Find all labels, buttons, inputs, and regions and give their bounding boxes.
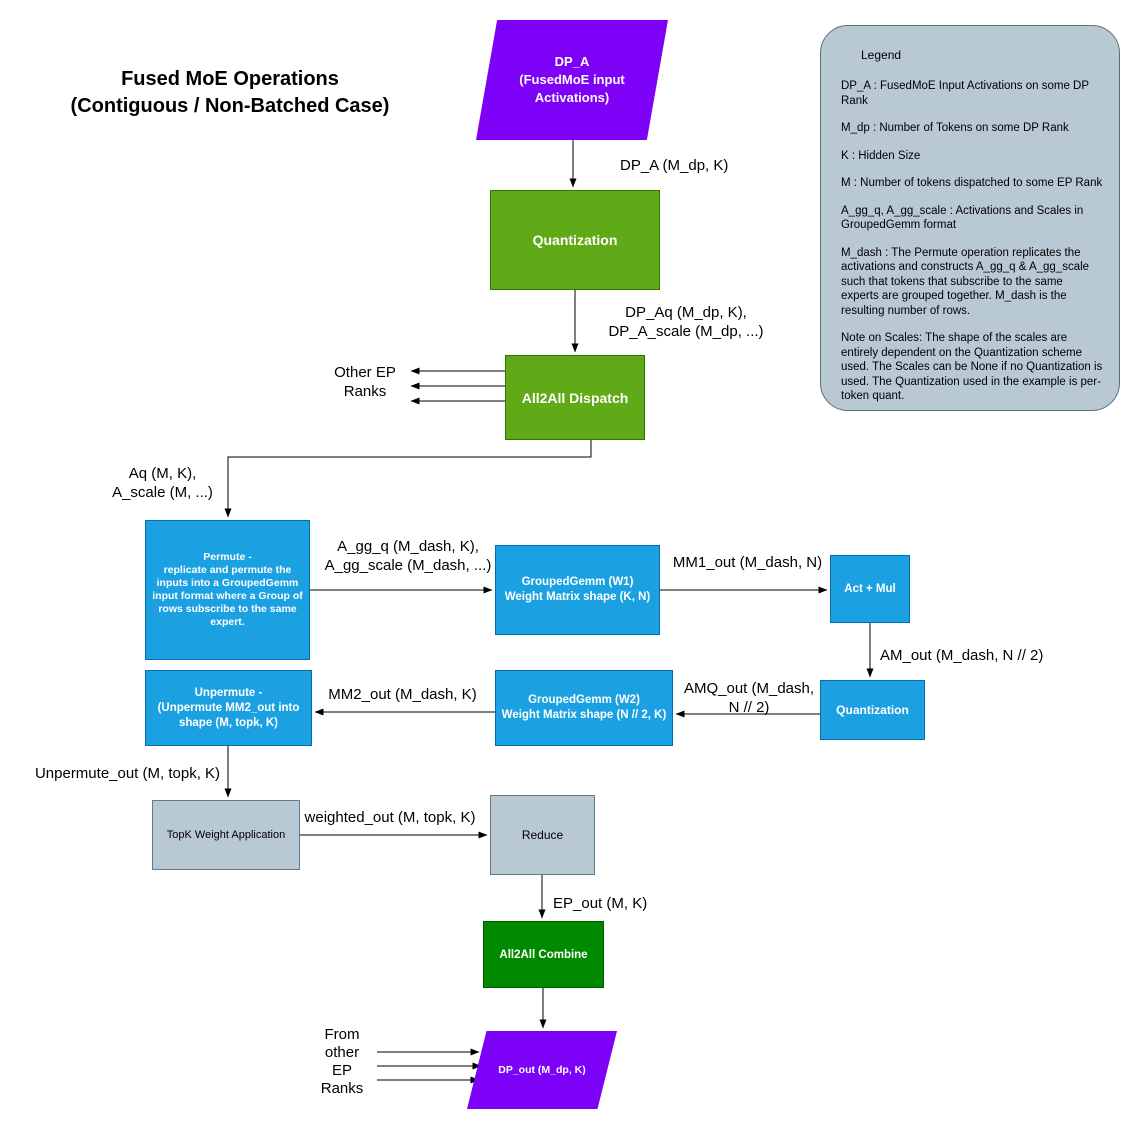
node-all2all-combine: All2All Combine — [483, 921, 604, 988]
node-dp-out: DP_out (M_dp, K) — [467, 1031, 617, 1109]
legend-item-a-gg: A_gg_q, A_gg_scale : Activations and Sca… — [841, 204, 1084, 232]
node-act-mul-label: Act + Mul — [844, 583, 896, 595]
node-quantization-2: Quantization — [820, 680, 925, 740]
legend-item-m-dash: M_dash : The Permute operation replicate… — [841, 246, 1090, 317]
edge-label-am-out: AM_out (M_dash, N // 2) — [880, 647, 1044, 664]
arrow-dispatch-to-permute — [224, 440, 592, 518]
legend-title: Legend — [861, 48, 902, 62]
edge-label-mm1-out: MM1_out (M_dash, N) — [672, 554, 823, 571]
legend-item-k: K : Hidden Size — [841, 149, 921, 162]
node-groupedgemm-w2-label: GroupedGemm (W2) Weight Matrix shape (N … — [501, 694, 667, 721]
edge-label-unpermute-out: Unpermute_out (M, topk, K) — [34, 765, 221, 782]
node-act-mul: Act + Mul — [830, 555, 910, 623]
node-permute: Permute - replicate and permute the inpu… — [145, 520, 310, 660]
diagram-title: Fused MoE Operations (Contiguous / Non-B… — [40, 66, 420, 120]
node-quantization-1-label: Quantization — [532, 232, 618, 248]
node-unpermute-label: Unpermute - (Unpermute MM2_out into shap… — [157, 686, 300, 729]
legend-item-note-on-scales: Note on Scales: The shape of the scales … — [841, 332, 1103, 402]
node-reduce: Reduce — [490, 795, 595, 875]
edge-label-ep-out: EP_out (M, K) — [553, 895, 648, 912]
node-unpermute: Unpermute - (Unpermute MM2_out into shap… — [145, 670, 312, 746]
node-groupedgemm-w1: GroupedGemm (W1) Weight Matrix shape (K,… — [495, 545, 660, 635]
legend-item-m: M : Number of tokens dispatched to some … — [841, 177, 1103, 189]
node-reduce-label: Reduce — [521, 828, 564, 842]
legend-item-m-dp: M_dp : Number of Tokens on some DP Rank — [841, 122, 1069, 134]
edge-label-other-ep-ranks: Other EP Ranks — [334, 364, 396, 400]
node-groupedgemm-w1-label: GroupedGemm (W1) Weight Matrix shape (K,… — [504, 576, 651, 603]
node-dp-a-label: DP_A (FusedMoE input Activations) — [519, 54, 625, 105]
edge-label-a-gg-shape: A_gg_q (M_dash, K), A_gg_scale (M_dash, … — [324, 538, 492, 574]
edge-label-dp-aq-shape: DP_Aq (M_dp, K), DP_A_scale (M_dp, ...) — [608, 304, 764, 340]
edge-label-dp-a-shape: DP_A (M_dp, K) — [620, 157, 729, 174]
node-permute-label: Permute - replicate and permute the inpu… — [152, 551, 303, 628]
node-topk-weight-application-label: TopK Weight Application — [166, 829, 286, 841]
node-quantization-1: Quantization — [490, 190, 660, 290]
node-dp-out-label: DP_out (M_dp, K) — [498, 1064, 586, 1076]
edge-label-from-other-ep-ranks: From other EP Ranks — [320, 1026, 364, 1097]
node-all2all-combine-label: All2All Combine — [499, 948, 588, 961]
diagram-title-line2: (Contiguous / Non-Batched Case) — [70, 95, 390, 117]
edge-label-amq-out: AMQ_out (M_dash, N // 2) — [683, 680, 815, 716]
node-topk-weight-application: TopK Weight Application — [152, 800, 300, 870]
node-quantization-2-label: Quantization — [836, 703, 909, 717]
legend-panel: Legend DP_A : FusedMoE Input Activations… — [820, 25, 1120, 411]
node-all2all-dispatch-label: All2All Dispatch — [521, 389, 629, 406]
edge-label-weighted-out: weighted_out (M, topk, K) — [304, 809, 476, 826]
edge-label-mm2-out: MM2_out (M_dash, K) — [328, 686, 477, 703]
node-all2all-dispatch: All2All Dispatch — [505, 355, 645, 440]
node-dp-a: DP_A (FusedMoE input Activations) — [476, 20, 668, 140]
legend-item-dp-a: DP_A : FusedMoE Input Activations on som… — [841, 80, 1089, 107]
diagram-title-line1: Fused MoE Operations — [121, 68, 339, 90]
edge-label-aq-shape: Aq (M, K), A_scale (M, ...) — [112, 465, 213, 501]
node-groupedgemm-w2: GroupedGemm (W2) Weight Matrix shape (N … — [495, 670, 673, 746]
